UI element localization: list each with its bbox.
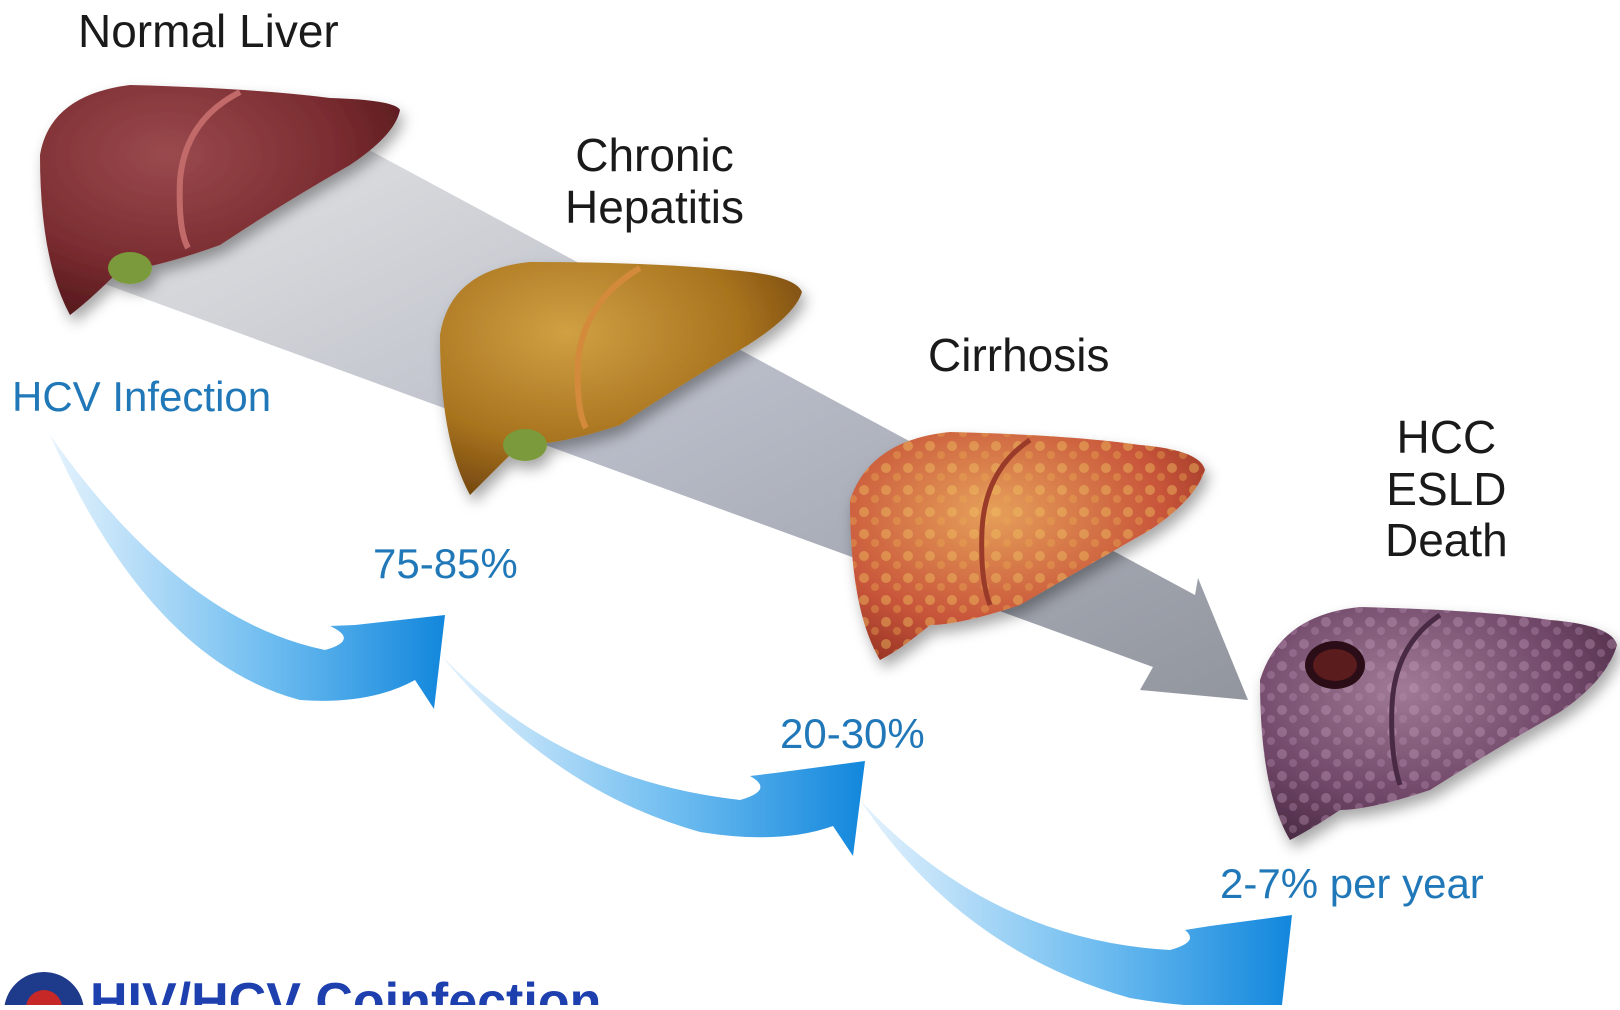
organization-logo-icon <box>4 972 84 1005</box>
stage-label-chronic: Chronic Hepatitis <box>565 130 744 233</box>
liver-hcc <box>1260 607 1617 840</box>
stage-label-line: Chronic <box>565 130 744 182</box>
stage-label-line: Normal Liver <box>78 6 339 58</box>
stage-label-line: Death <box>1385 515 1508 567</box>
stage-label-line: Hepatitis <box>565 182 744 234</box>
stage-label-line: Cirrhosis <box>928 330 1109 382</box>
label-pct-cirrhosis: 20-30% <box>780 710 925 758</box>
stage-label-normal: Normal Liver <box>78 6 339 58</box>
stage-label-line: HCC <box>1385 412 1508 464</box>
label-pct-hcc: 2-7% per year <box>1220 860 1484 908</box>
stage-label-line: ESLD <box>1385 464 1508 516</box>
stage-label-hcc: HCC ESLD Death <box>1385 412 1508 567</box>
footer-title: HIV/HCV Coinfection <box>90 972 601 1005</box>
footer: HIV/HCV Coinfection <box>0 970 601 1005</box>
stage-label-cirrhosis: Cirrhosis <box>928 330 1109 382</box>
label-hcv-infection: HCV Infection <box>12 373 271 421</box>
label-pct-chronic: 75-85% <box>373 540 518 588</box>
